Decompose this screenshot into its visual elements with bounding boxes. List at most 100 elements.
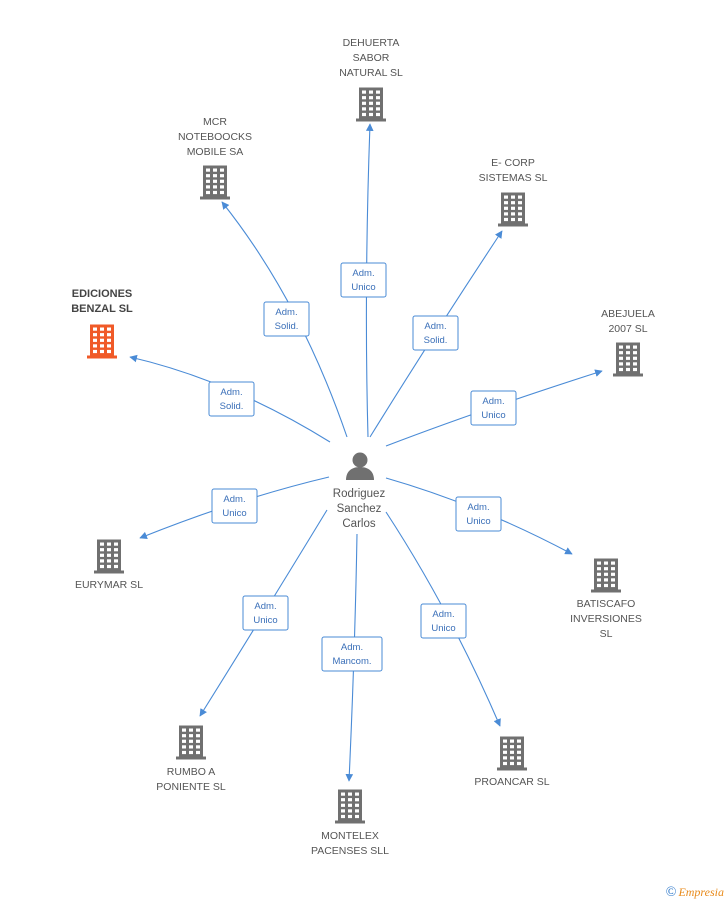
edges-layer: Adm.UnicoAdm.Solid.Adm.Solid.Adm.Solid.A… xyxy=(129,123,603,782)
building-window xyxy=(220,179,224,183)
role-label-dehuerta[interactable]: Adm.Unico xyxy=(340,262,387,298)
building-window xyxy=(114,548,118,552)
role-box xyxy=(321,636,383,672)
building-window xyxy=(107,548,111,552)
building-window xyxy=(503,761,507,766)
role-label-ecorp[interactable]: Adm.Solid. xyxy=(412,315,459,351)
building-window xyxy=(100,349,104,354)
role-text: Unico xyxy=(466,516,490,527)
role-label-montelex[interactable]: Adm.Mancom. xyxy=(321,636,383,672)
company-node-proancar[interactable]: PROANCAR SL xyxy=(474,736,550,789)
building-window xyxy=(517,756,521,760)
company-name-line: ABEJUELA xyxy=(601,308,655,320)
company-name-line: DEHUERTA xyxy=(343,37,400,49)
building-window xyxy=(604,572,608,576)
building-window xyxy=(206,179,210,183)
role-text: Unico xyxy=(253,615,277,626)
building-window xyxy=(504,206,508,210)
building-window xyxy=(100,327,104,331)
building-window xyxy=(597,567,601,571)
building-window xyxy=(107,327,111,331)
building-base xyxy=(87,355,117,359)
building-window xyxy=(189,728,193,732)
role-text: Solid. xyxy=(424,335,448,346)
building-window xyxy=(341,814,345,819)
role-label-batiscafo[interactable]: Adm.Unico xyxy=(455,496,502,532)
role-label-proancar[interactable]: Adm.Unico xyxy=(420,603,467,639)
building-window xyxy=(510,739,514,743)
role-text: Adm. xyxy=(223,494,245,505)
building-window xyxy=(376,107,380,111)
building-window xyxy=(510,756,514,760)
building-window xyxy=(114,559,118,563)
building-window xyxy=(206,190,210,195)
building-window xyxy=(503,756,507,760)
building-window xyxy=(100,338,104,342)
building-window xyxy=(633,351,637,355)
center-person-node[interactable]: Rodriguez Sanchez Carlos xyxy=(333,452,386,531)
building-base xyxy=(498,223,528,227)
building-window xyxy=(107,344,111,348)
building-window xyxy=(355,792,359,796)
company-name-line: BATISCAFO xyxy=(577,598,636,610)
person-icon xyxy=(346,452,374,480)
building-window xyxy=(511,217,515,222)
building-window xyxy=(93,344,97,348)
role-label-mcr[interactable]: Adm.Solid. xyxy=(263,301,310,337)
role-text: Unico xyxy=(431,623,455,634)
building-window xyxy=(196,734,200,738)
building-window xyxy=(107,564,111,569)
building-window xyxy=(182,739,186,743)
role-label-abejuela[interactable]: Adm.Unico xyxy=(470,390,517,426)
building-window xyxy=(100,559,104,563)
building-window xyxy=(362,112,366,117)
building-icon xyxy=(176,725,206,760)
building-window xyxy=(355,809,359,813)
building-window xyxy=(355,803,359,807)
role-label-eurymar[interactable]: Adm. Unico xyxy=(211,488,258,524)
building-window xyxy=(619,345,623,349)
building-window xyxy=(518,212,522,216)
building-window xyxy=(100,564,104,569)
role-text: Unico xyxy=(481,410,505,421)
building-window xyxy=(107,553,111,557)
building-window xyxy=(633,367,637,372)
building-window xyxy=(376,101,380,105)
company-name-line: SISTEMAS SL xyxy=(479,172,548,184)
role-text: Adm. xyxy=(275,307,297,318)
building-window xyxy=(518,195,522,199)
building-window xyxy=(93,338,97,342)
role-label-ediciones[interactable]: Adm.Solid. xyxy=(208,381,255,417)
company-node-eurymar[interactable]: EURYMAR SL xyxy=(75,539,143,592)
building-window xyxy=(213,185,217,189)
company-name-line: BENZAL SL xyxy=(71,303,133,315)
person-name-line-1: Rodriguez xyxy=(333,488,386,500)
role-text: Adm. xyxy=(352,268,374,279)
building-window xyxy=(206,174,210,178)
company-name-line: INVERSIONES xyxy=(570,613,642,625)
building-window xyxy=(511,195,515,199)
building-window xyxy=(517,761,521,766)
building-window xyxy=(341,809,345,813)
role-label-rumbo[interactable]: Adm.Unico xyxy=(242,595,289,631)
building-window xyxy=(220,190,224,195)
building-window xyxy=(504,201,508,205)
role-text: Unico xyxy=(222,508,246,519)
building-window xyxy=(597,578,601,582)
role-text: Mancom. xyxy=(332,656,371,667)
company-name-line: PROANCAR SL xyxy=(474,776,549,788)
building-icon xyxy=(335,789,365,824)
building-window xyxy=(114,564,118,569)
brand-watermark: ©Empresia xyxy=(666,885,724,901)
role-box xyxy=(242,595,289,631)
building-window xyxy=(369,107,373,111)
building-window xyxy=(504,195,508,199)
